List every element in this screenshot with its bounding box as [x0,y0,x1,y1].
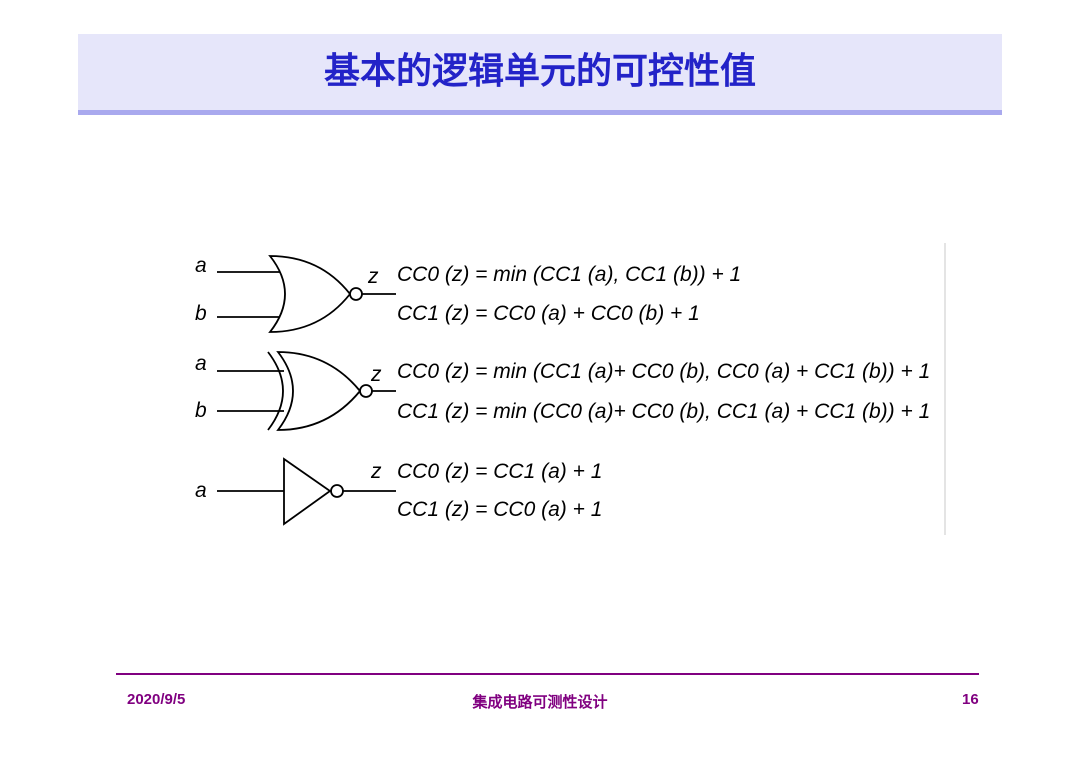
not-cc1-equation: CC1 (z) = CC0 (a) + 1 [397,498,602,521]
xnor-output-z-label: z [370,363,382,386]
footer-course-title: 集成电路可测性设计 [472,694,608,711]
nor-gate-symbol [268,255,352,333]
nor-input-b-label: b [195,302,207,325]
footer-divider [116,673,979,675]
xnor-cc1-equation: CC1 (z) = min (CC0 (a)+ CC0 (b), CC1 (a)… [397,400,930,423]
nor-cc0-equation: CC0 (z) = min (CC1 (a), CC1 (b)) + 1 [397,263,741,286]
not-gate-symbol [283,457,332,526]
footer-page-number: 16 [962,691,979,708]
xnor-input-b-label: b [195,399,207,422]
xnor-output-bubble [359,384,373,398]
xnor-gate-symbol [276,351,362,431]
xnor-extra-arc [267,351,284,431]
xnor-cc0-equation: CC0 (z) = min (CC1 (a)+ CC0 (b), CC0 (a)… [397,360,930,383]
slide-title: 基本的逻辑单元的可控性值 [323,51,756,92]
nor-output-bubble [349,287,363,301]
not-output-z-label: z [370,460,382,483]
xnor-input-a-label: a [195,352,207,375]
nor-input-a-label: a [195,254,207,277]
xnor-gate-group: a b z CC0 (z) = min (CC1 (a)+ CC0 (b), C… [195,351,930,431]
nor-cc1-equation: CC1 (z) = CC0 (a) + CC0 (b) + 1 [397,302,700,325]
nor-gate-group: a b z CC0 (z) = min (CC1 (a), CC1 (b)) +… [195,254,741,333]
title-band: 基本的逻辑单元的可控性值 [78,34,1002,115]
not-input-a-label: a [195,479,207,502]
nor-output-z-label: z [367,265,379,288]
not-gate-group: a z CC0 (z) = CC1 (a) + 1 CC1 (z) = CC0 … [195,457,602,526]
not-cc0-equation: CC0 (z) = CC1 (a) + 1 [397,460,602,483]
footer-date: 2020/9/5 [127,691,186,708]
not-output-bubble [330,484,344,498]
